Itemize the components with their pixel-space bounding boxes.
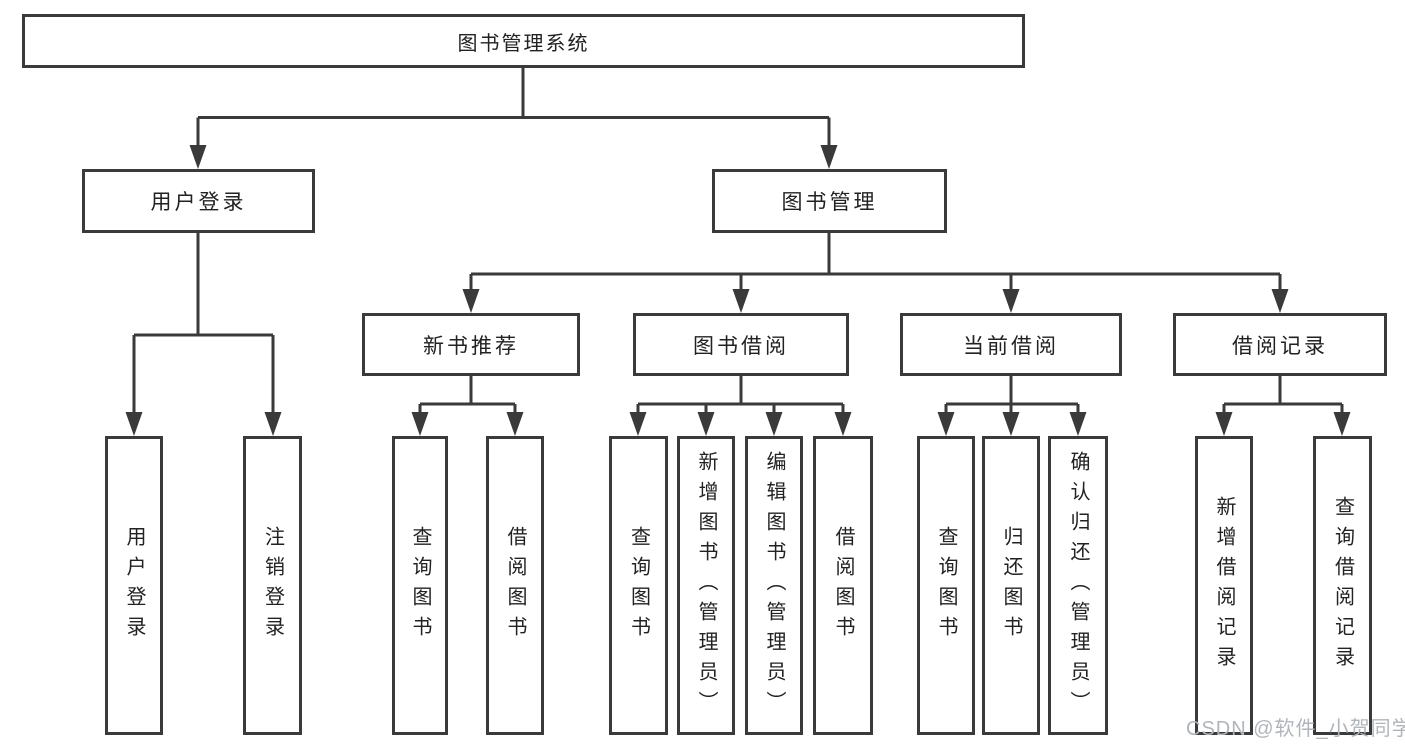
arrowhead [834, 412, 852, 436]
arrowhead [506, 412, 524, 436]
node-label: 借阅记录 [1232, 334, 1328, 358]
node-borrowing-records: 借阅记录 [1173, 313, 1387, 376]
arrowhead [1271, 289, 1289, 313]
connector-path [132, 66, 1344, 416]
node-user-login: 用户登录 [82, 169, 315, 233]
arrowhead [765, 412, 783, 436]
leaf-add-book-admin: 新增图书（管理员） [677, 436, 735, 735]
arrowhead [1215, 412, 1233, 436]
node-label: 归还图书 [1000, 525, 1022, 646]
arrowhead [697, 412, 715, 436]
arrowhead [820, 145, 838, 169]
arrowhead [125, 412, 143, 436]
node-label: 新增图书（管理员） [695, 450, 717, 721]
leaf-query-books-recommend: 查询图书 [392, 436, 448, 735]
arrowhead [1069, 412, 1087, 436]
node-root-library-management-system: 图书管理系统 [22, 14, 1025, 68]
arrowhead [189, 145, 207, 169]
leaf-query-books-borrowing: 查询图书 [609, 436, 668, 735]
arrowhead [411, 412, 429, 436]
node-label: 用户登录 [150, 191, 247, 214]
node-label: 新增借阅记录 [1213, 495, 1235, 676]
arrowhead [462, 289, 480, 313]
node-label: 编辑图书（管理员） [763, 450, 785, 721]
leaf-query-borrow-record: 查询借阅记录 [1313, 436, 1372, 735]
node-label: 借阅图书 [504, 525, 526, 646]
leaf-user-login: 用户登录 [105, 436, 163, 735]
node-new-book-recommendation: 新书推荐 [362, 313, 580, 376]
node-label: 确认归还（管理员） [1067, 450, 1089, 721]
leaf-logout: 注销登录 [243, 436, 302, 735]
node-label: 用户登录 [123, 525, 145, 646]
node-label: 注销登录 [261, 525, 284, 646]
arrowhead [629, 412, 647, 436]
leaf-query-books-current: 查询图书 [917, 436, 975, 735]
watermark: CSDN @软件_小贺同学 [1186, 718, 1405, 740]
node-label: 查询图书 [627, 525, 650, 646]
node-label: 查询图书 [935, 525, 957, 646]
arrowhead [1002, 412, 1020, 436]
node-label: 查询图书 [409, 525, 431, 646]
arrowhead [1002, 289, 1020, 313]
arrowhead [732, 289, 750, 313]
leaf-edit-book-admin: 编辑图书（管理员） [745, 436, 803, 735]
arrowhead [264, 412, 282, 436]
node-label: 图书管理 [781, 191, 878, 214]
arrowhead [1333, 412, 1351, 436]
leaf-return-books: 归还图书 [982, 436, 1040, 735]
leaf-add-borrow-record: 新增借阅记录 [1195, 436, 1253, 735]
node-label: 图书管理系统 [457, 32, 590, 55]
node-book-management: 图书管理 [712, 169, 947, 233]
node-current-borrowing: 当前借阅 [900, 313, 1122, 376]
node-label: 新书推荐 [423, 334, 519, 358]
node-label: 图书借阅 [693, 334, 789, 358]
node-label: 当前借阅 [963, 334, 1059, 358]
leaf-confirm-return-admin: 确认归还（管理员） [1048, 436, 1108, 735]
node-label: 查询借阅记录 [1331, 495, 1354, 676]
leaf-borrow-books-recommend: 借阅图书 [486, 436, 544, 735]
node-label: 借阅图书 [832, 525, 854, 646]
arrowhead [937, 412, 955, 436]
node-book-borrowing: 图书借阅 [633, 313, 849, 376]
leaf-borrow-books: 借阅图书 [813, 436, 873, 735]
